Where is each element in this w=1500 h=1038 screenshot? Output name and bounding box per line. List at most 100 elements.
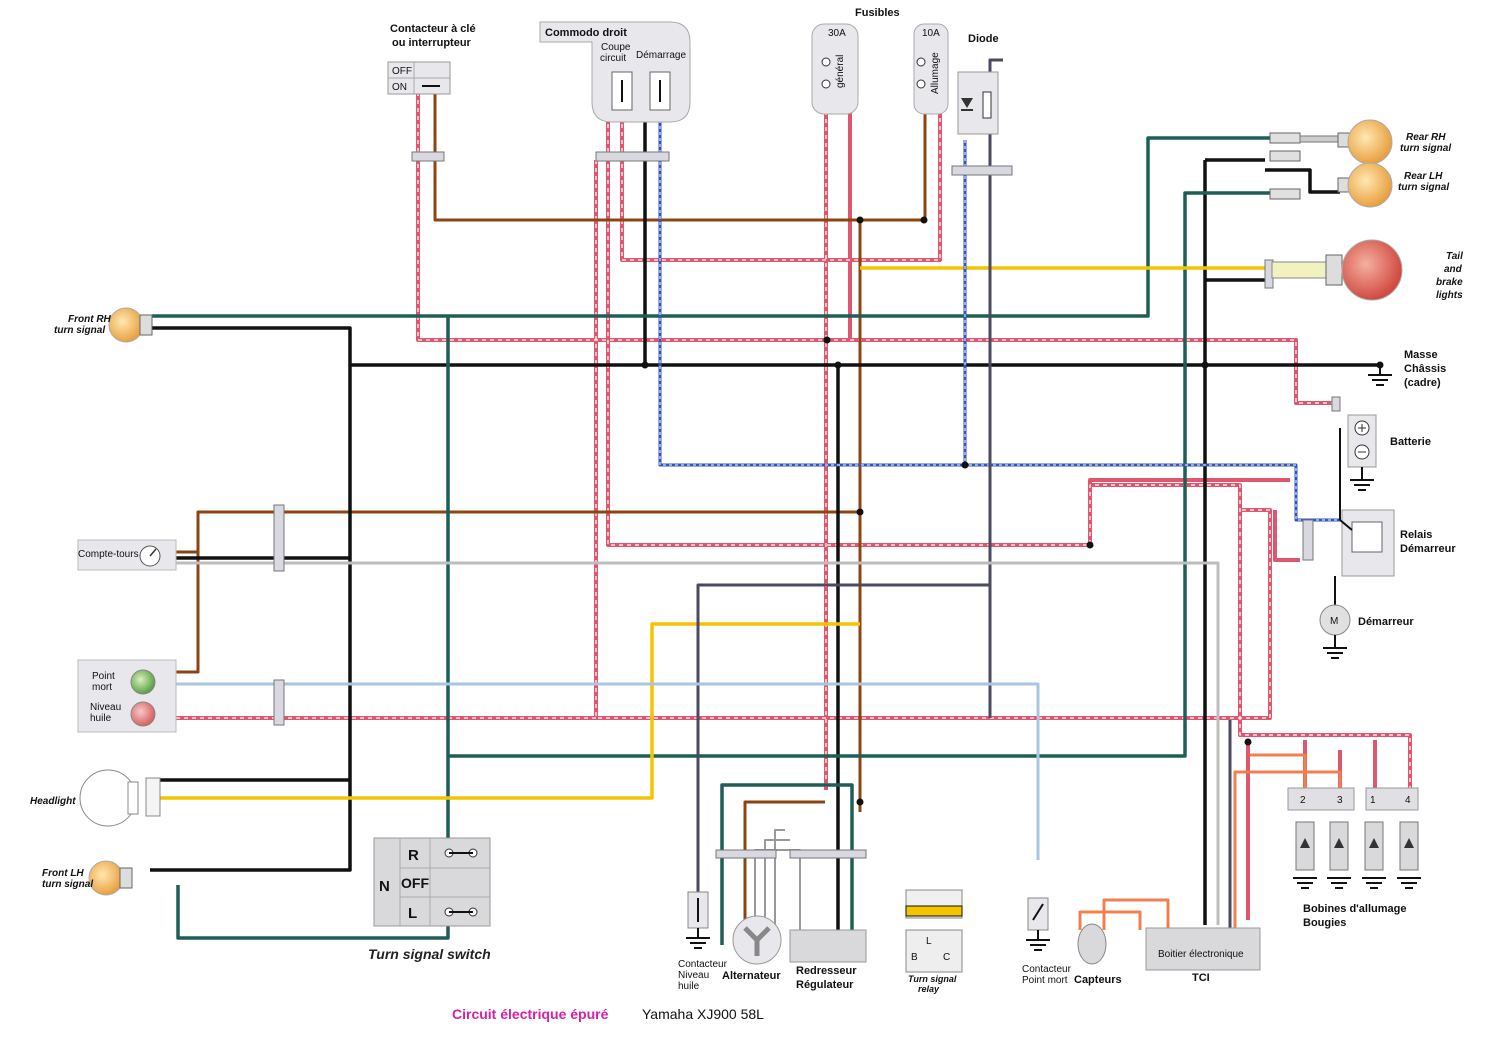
compte-tours-label: Compte-tours (78, 549, 139, 560)
rear-rh-turn-signal: Rear RH turn signal (1269, 119, 1451, 165)
orange-wires (1078, 753, 1342, 930)
alternateur-label: Alternateur (722, 970, 781, 982)
tci-label: TCI (1192, 972, 1210, 984)
black-wires (150, 100, 1380, 930)
dark-wires (696, 58, 1232, 930)
alternateur: Alternateur (722, 915, 782, 982)
headlight: Headlight (30, 769, 161, 827)
diode: Diode (957, 33, 999, 135)
relay-pin-l: L (926, 936, 932, 947)
yellow-wires (160, 266, 1270, 800)
indicator-lights: Point mort Niveau huile (77, 659, 177, 733)
lightblue-wires (176, 682, 1040, 860)
relay-pin-b: B (911, 952, 918, 963)
batterie-label: Batterie (1390, 436, 1431, 448)
switch-off-label: OFF (401, 875, 429, 891)
switch-n-label: N (379, 878, 390, 895)
tail-label-3: brake (1436, 277, 1463, 288)
switch-l-label: L (408, 905, 417, 922)
front-rh-turn-signal: Front RH turn signal (54, 307, 153, 343)
coupe-circuit-label-2: circuit (600, 53, 626, 64)
demarreur-m-label: M (1330, 616, 1338, 627)
gray-wires (176, 561, 1220, 925)
contacteur-pm-label-2: Point mort (1022, 975, 1068, 986)
coil-number-2: 2 (1300, 795, 1306, 806)
niveau-huile-label-2: huile (90, 713, 112, 724)
tci: Boitier électronique TCI (1145, 927, 1261, 984)
contacteur-niveau-label-2: Niveau (678, 970, 709, 981)
front-rh-label-1: Front RH (68, 314, 112, 325)
battery: Batterie (1339, 414, 1431, 520)
front-lh-turn-signal: Front LH turn signal (42, 860, 133, 896)
key-off-label: OFF (392, 66, 412, 77)
switch-r-label: R (408, 847, 419, 864)
niveau-huile-label-1: Niveau (90, 702, 121, 713)
front-lh-label-1: Front LH (42, 868, 84, 879)
redresseur-regulateur: Redresseur Régulateur (789, 929, 867, 991)
key-on-label: ON (392, 82, 407, 93)
fuse-30a-label: 30A (828, 28, 846, 39)
junction-dots (641, 216, 1384, 806)
coil-number-3: 3 (1337, 795, 1343, 806)
masse-label-3: (cadre) (1404, 377, 1441, 389)
relais-demarreur: Relais Démarreur (1339, 509, 1456, 577)
rear-lh-turn-signal: Rear LH turn signal (1269, 150, 1449, 208)
turn-relay-label-1: Turn signal (908, 974, 957, 984)
front-lh-label-2: turn signal (42, 879, 93, 890)
contacteur-niveau-huile: Contacteur Niveau huile (678, 891, 728, 992)
turn-signal-relay: L B C Turn signal relay (905, 889, 963, 994)
compte-tours: Compte-tours (77, 539, 177, 571)
point-mort-label-1: Point (92, 671, 115, 682)
wires (150, 55, 1412, 945)
fuse-10a-label: 10A (922, 28, 940, 39)
connectors (273, 151, 1341, 859)
demarrage-label: Démarrage (636, 50, 686, 61)
tail-light: Tail and brake lights (1271, 239, 1463, 301)
turn-signal-switch-label: Turn signal switch (368, 946, 491, 962)
red-wires (160, 55, 1412, 920)
coil-number-4: 4 (1405, 795, 1411, 806)
bobines-label-2: Bougies (1303, 917, 1346, 929)
key-switch: OFF ON Contacteur à clé ou interrupteur (387, 23, 476, 95)
contacteur-point-mort: Contacteur Point mort (1022, 897, 1072, 986)
commodo-label: Commodo droit (545, 27, 627, 39)
point-mort-label-2: mort (92, 682, 112, 693)
capteurs: Capteurs (1074, 923, 1122, 986)
tail-label-2: and (1444, 264, 1463, 275)
relais-label-1: Relais (1400, 529, 1432, 541)
turn-relay-label-2: relay (918, 984, 940, 994)
headlight-label: Headlight (30, 796, 76, 807)
title-part1: Circuit électrique épuré (452, 1006, 609, 1022)
rear-rh-label-1: Rear RH (1406, 132, 1446, 143)
redresseur-label-1: Redresseur (796, 965, 857, 977)
capteurs-label: Capteurs (1074, 974, 1122, 986)
coupe-circuit-label-1: Coupe (601, 42, 631, 53)
rear-rh-label-2: turn signal (1400, 143, 1451, 154)
masse-chassis: Masse Châssis (cadre) (1368, 349, 1446, 389)
contacteur-niveau-label-1: Contacteur (678, 959, 728, 970)
masse-label-1: Masse (1404, 349, 1438, 361)
fuse-block: Fusibles 30A 10A général Allumage (811, 7, 949, 115)
brown-wires (176, 92, 927, 945)
fuse-allumage-label: Allumage (930, 52, 941, 94)
rear-lh-label-2: turn signal (1398, 182, 1449, 193)
bobines-label-1: Bobines d'allumage (1303, 903, 1406, 915)
fuse-general-label: général (835, 55, 846, 88)
demarreur-label: Démarreur (1358, 616, 1414, 628)
fusibles-label: Fusibles (855, 7, 900, 19)
contacteur-pm-label-1: Contacteur (1022, 964, 1072, 975)
turn-signal-switch: R N OFF L Turn signal switch (368, 837, 491, 962)
front-rh-label-2: turn signal (54, 325, 105, 336)
diagram-title: Circuit électrique épuré Yamaha XJ900 58… (452, 1006, 764, 1022)
coil-number-1: 1 (1370, 795, 1376, 806)
boitier-label: Boitier électronique (1158, 949, 1244, 960)
redresseur-label-2: Régulateur (796, 979, 854, 991)
tail-label-4: lights (1436, 290, 1463, 301)
commodo-droit: Commodo droit Coupe circuit Démarrage (539, 21, 691, 123)
contacteur-label-1: Contacteur à clé (390, 23, 476, 35)
ignition-coils: 2 3 1 4 Bobines d'allumage Bougies (1287, 787, 1421, 929)
contacteur-label-2: ou interrupteur (392, 37, 472, 49)
tail-label-1: Tail (1446, 251, 1463, 262)
rear-spare-connector (1269, 188, 1301, 200)
